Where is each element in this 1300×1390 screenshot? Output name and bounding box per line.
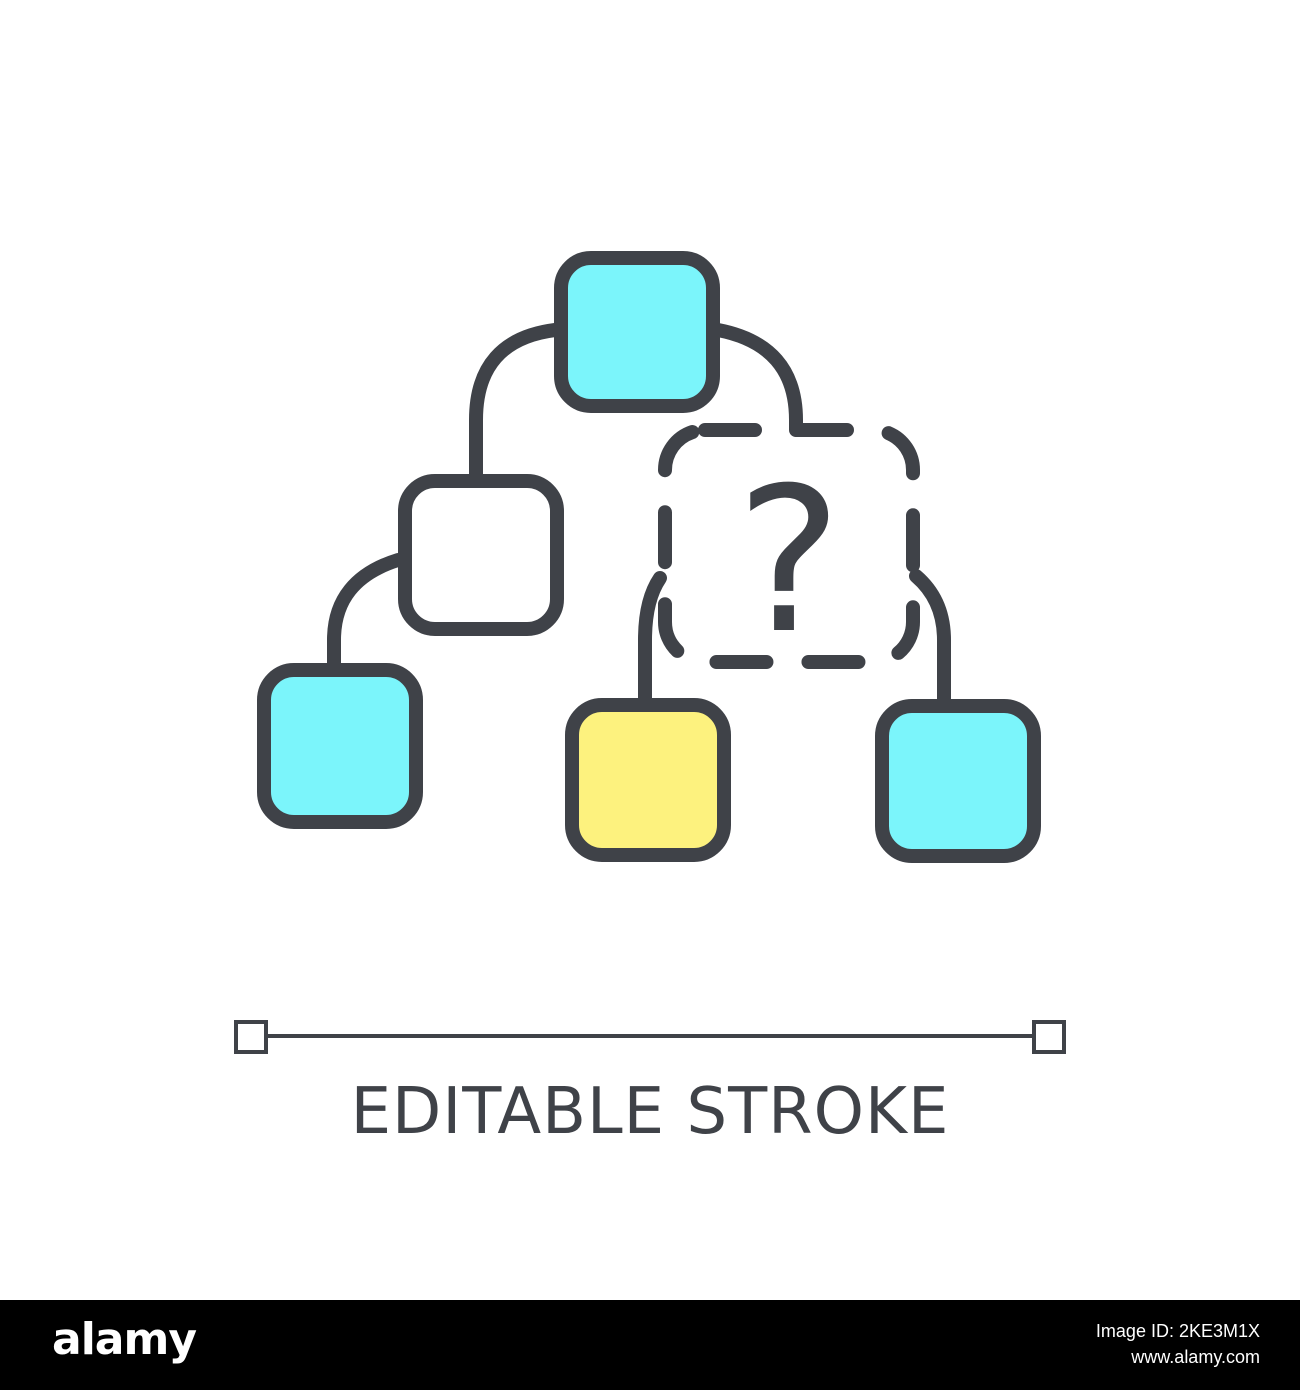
connector-unknown-right	[909, 569, 951, 707]
question-mark-icon: ?	[736, 445, 842, 678]
node-left-leaf	[257, 663, 423, 829]
unknown-node: ?	[658, 423, 920, 678]
unknown-node-dashed-outline	[658, 423, 920, 669]
stroke-handle-left	[234, 1020, 268, 1054]
editable-stroke-label: EDITABLE STROKE	[350, 1075, 950, 1149]
tree-nodes	[257, 251, 1041, 863]
node-left-child	[398, 474, 564, 636]
connector-left-leftleaf	[327, 553, 405, 671]
stroke-handle-right	[1032, 1020, 1066, 1054]
image-id-line: Image ID: 2KE3M1X	[1095, 1321, 1260, 1341]
node-middle-leaf	[565, 698, 731, 862]
editable-stroke-indicator	[234, 1020, 1066, 1054]
website-line: www.alamy.com	[1131, 1347, 1260, 1367]
node-right-leaf	[875, 699, 1041, 863]
connector-unknown-middle	[638, 571, 667, 707]
connector-root-left	[469, 323, 562, 483]
image-id-text: Image ID: 2KE3M1X www.alamy.com	[1096, 1318, 1260, 1370]
alamy-logo: alamy	[52, 1314, 197, 1365]
connector-root-unknown	[711, 323, 803, 437]
node-root	[554, 251, 720, 413]
watermark-footer: alamy Image ID: 2KE3M1X www.alamy.com	[0, 1300, 1300, 1390]
decision-tree-icon: ?	[234, 251, 1066, 1054]
icon-canvas: ?	[234, 251, 1066, 1054]
connector-lines	[327, 323, 951, 707]
